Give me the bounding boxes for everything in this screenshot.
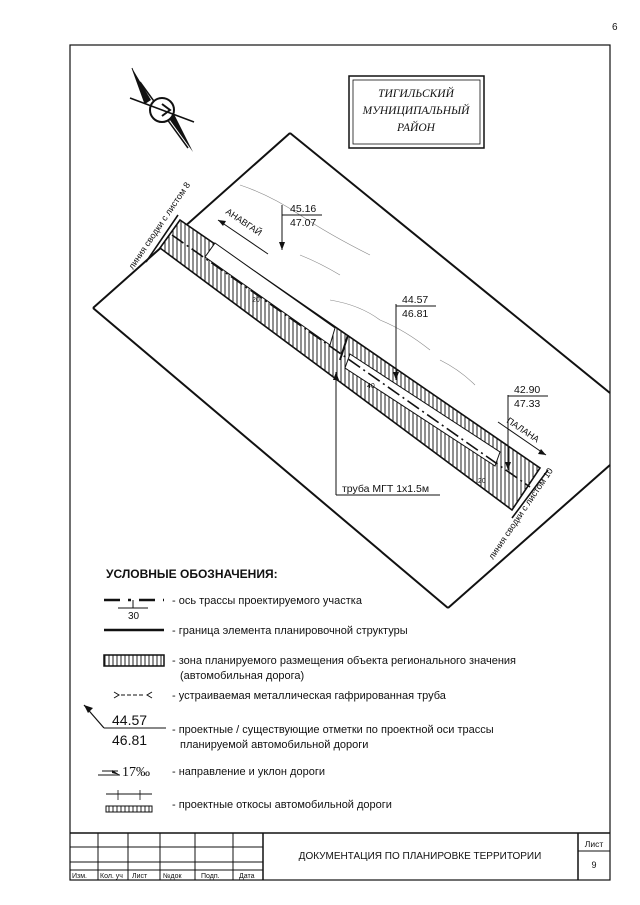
planning-boundary-upper [92,132,291,309]
legend-pipe-symbol [113,691,153,699]
district-label-box: ТИГИЛЬСКИЙ МУНИЦИПАЛЬНЫЙ РАЙОН [348,75,485,149]
elevation-callout-1: 45.16 47.07 [279,203,322,250]
pipe-label: труба МГТ 1х1.5м [342,483,429,495]
sheet-frame [69,44,611,881]
legend-slope-value: 17‰ [122,765,150,780]
legend-embankment-symbol [105,790,153,813]
tb-sheet-label: Лист [585,839,604,849]
planning-boundary-right [289,132,611,394]
slope-label-3: 20 [478,478,486,485]
legend-axis-symbol: 30 [104,598,164,622]
district-line-3: РАЙОН [396,119,436,134]
district-line-2: МУНИЦИПАЛЬНЫЙ [362,102,471,117]
legend-slope-text: - направление и уклон дороги [172,766,325,778]
elevation-callout-2: 44.57 46.81 [393,294,436,380]
legend-boundary-text: - граница элемента планировочной структу… [172,625,408,637]
planning-boundary-left [92,307,449,609]
legend-zone-text-2: (автомобильная дорога) [180,670,304,682]
match-line-bottom [511,469,549,519]
legend-axis-text: - ось трассы проектируемого участка [172,595,363,607]
legend-elev-text-1: - проектные / существующие отметки по пр… [172,724,494,736]
elevation-2-proj: 44.57 [402,294,428,306]
legend-elev-proj: 44.57 [112,712,147,728]
slope-label-1: 20 [252,297,260,304]
district-line-1: ТИГИЛЬСКИЙ [378,85,455,100]
page-mark: 6 [612,22,618,33]
legend-zone-symbol [103,654,165,667]
legend-title: УСЛОВНЫЕ ОБОЗНАЧЕНИЯ: [106,567,278,581]
road-zone [158,218,542,512]
elevation-2-exist: 46.81 [402,308,428,320]
legend-elev-text-2: планируемой автомобильной дороги [180,739,368,751]
elevation-callout-3: 42.90 47.33 [505,384,548,470]
tb-title: ДОКУМЕНТАЦИЯ ПО ПЛАНИРОВКЕ ТЕРРИТОРИИ [299,851,542,862]
tb-col-podp: Подп. [201,873,220,880]
slope-label-2: 40 [367,383,375,390]
legend-embankment-text: - проектные откосы автомобильной дороги [172,799,392,811]
legend-slope-symbol: 17‰ [98,765,150,780]
tb-col-data: Дата [239,873,255,880]
road-axis [171,234,531,488]
elevation-1-exist: 47.07 [290,217,316,229]
legend-axis-number: 30 [128,611,140,622]
tb-sheet-number: 9 [591,860,596,870]
direction-left-label: АНАВГАЙ [224,206,264,238]
match-line-top [145,214,179,263]
direction-anavgai: АНАВГАЙ [217,206,269,255]
tb-col-izm: Изм. [72,873,87,880]
legend-zone-text-1: - зона планируемого размещения объекта р… [172,655,516,667]
tb-col-list: Лист [132,873,148,880]
elevation-3-proj: 42.90 [514,384,540,396]
legend-elevation-symbol: 44.57 46.81 [83,704,166,748]
elevation-1-proj: 45.16 [290,203,316,215]
tb-col-kol: Кол. уч [100,873,123,880]
north-arrow-icon [129,67,195,152]
title-block [70,832,610,880]
legend-pipe-text: - устраиваемая металлическая гафрированн… [172,690,447,702]
tb-col-ndok: №док [163,873,182,880]
planning-boundary-lower [447,464,611,609]
legend-elev-exist: 46.81 [112,732,147,748]
pipe-callout: труба МГТ 1х1.5м [333,334,440,496]
elevation-3-exist: 47.33 [514,398,540,410]
